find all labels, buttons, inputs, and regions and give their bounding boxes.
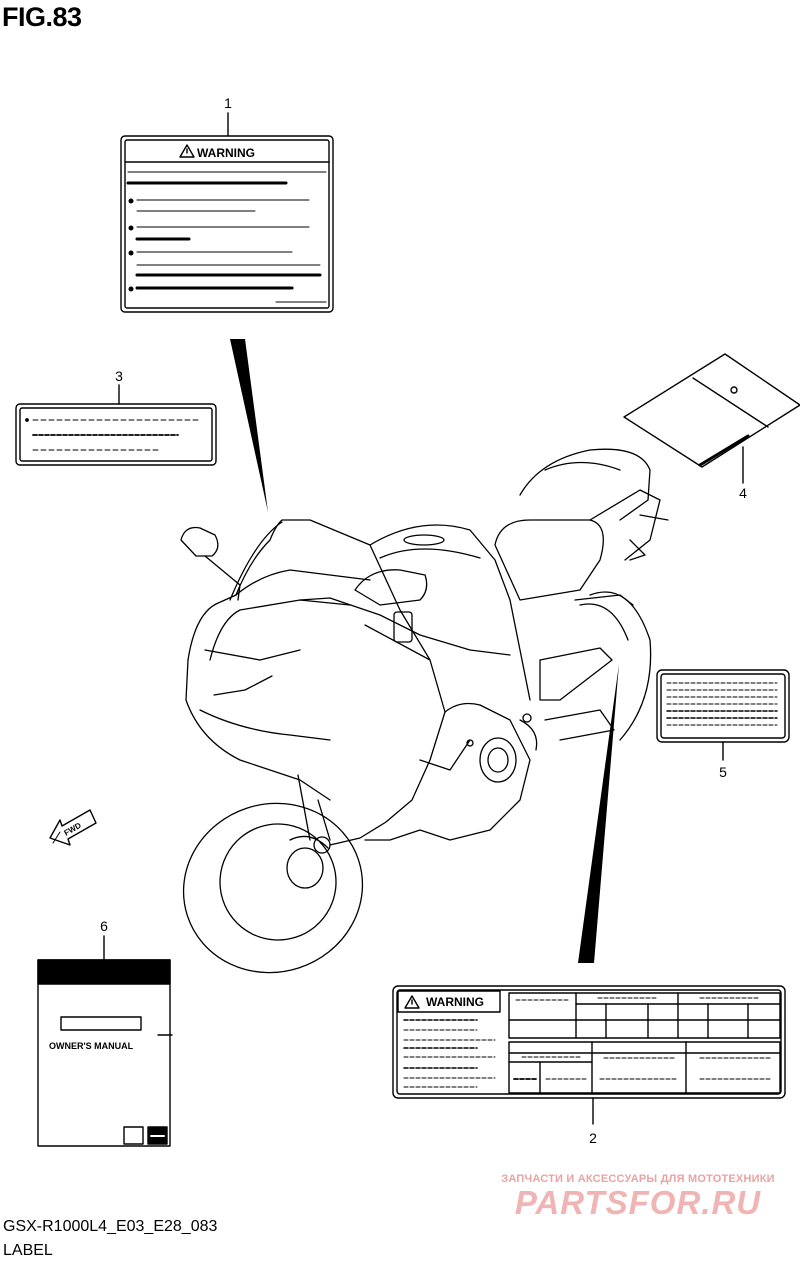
motorcycle-drawing <box>180 448 669 974</box>
label-2-warning-decal[interactable] <box>392 985 786 1125</box>
label-4-decal[interactable] <box>623 353 800 484</box>
watermark-line-2: PARTSFOR.RU <box>514 1184 762 1221</box>
label-3-decal[interactable] <box>15 384 217 466</box>
watermark: ЗАПЧАСТИ И АКСЕССУАРЫ ДЛЯ МОТОТЕХНИКИ PA… <box>488 1173 788 1221</box>
label-1-heading: WARNING <box>197 146 255 160</box>
warning-triangle-icon <box>179 144 195 158</box>
warning-triangle-icon <box>404 995 420 1009</box>
label-5-decal[interactable] <box>656 669 790 761</box>
owners-manual-title: OWNER'S MANUAL <box>49 1041 134 1051</box>
callout-1[interactable]: 1 <box>224 95 232 111</box>
callout-5[interactable]: 5 <box>719 764 727 780</box>
label-1-pointer <box>230 339 268 512</box>
callout-4[interactable]: 4 <box>739 485 747 501</box>
label-1-warning-decal[interactable] <box>120 112 334 313</box>
callout-2[interactable]: 2 <box>589 1130 597 1146</box>
figure-title: FIG.83 <box>2 2 82 32</box>
figure-caption: LABEL <box>3 1242 53 1259</box>
label-2-heading: WARNING <box>426 995 484 1009</box>
label-2-pointer <box>578 664 619 963</box>
model-code: GSX-R1000L4_E03_E28_083 <box>3 1218 218 1235</box>
callout-3[interactable]: 3 <box>115 368 123 384</box>
watermark-line-1: ЗАПЧАСТИ И АКСЕССУАРЫ ДЛЯ МОТОТЕХНИКИ <box>501 1173 775 1185</box>
suzuki-logo-icon <box>123 1126 144 1145</box>
fwd-arrow-icon <box>49 809 97 846</box>
callout-6[interactable]: 6 <box>100 918 108 934</box>
owners-manual-booklet[interactable] <box>37 935 173 1147</box>
